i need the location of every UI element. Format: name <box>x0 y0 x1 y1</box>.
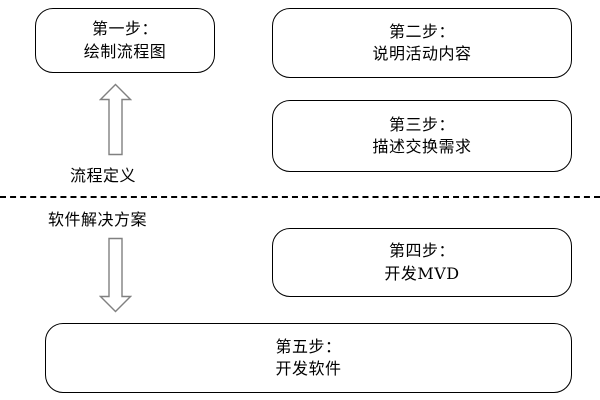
label-software-solution: 软件解决方案 <box>48 210 148 229</box>
flow-box-step-1-line2: 绘制流程图 <box>83 41 167 61</box>
flow-box-step-1-line1: 第一步： <box>91 19 158 39</box>
flow-box-step-1[interactable]: 第一步： 绘制流程图 <box>35 8 215 73</box>
flow-box-step-5-line1: 第五步： <box>275 336 342 356</box>
flow-box-step-2[interactable]: 第二步： 说明活动内容 <box>272 8 572 78</box>
label-process-definition: 流程定义 <box>70 166 137 185</box>
dashed-separator-line <box>0 196 600 198</box>
flow-box-step-5-line2: 开发软件 <box>275 359 342 378</box>
flow-box-step-4-line2: 开发MVD <box>384 263 460 283</box>
flow-box-step-3[interactable]: 第三步： 描述交换需求 <box>272 100 572 172</box>
flow-box-step-3-line2: 描述交换需求 <box>372 137 472 156</box>
flow-box-step-4-line1: 第四步： <box>388 241 455 261</box>
arrow-down-icon <box>99 237 132 313</box>
flow-box-step-2-line1: 第二步： <box>388 21 455 41</box>
flow-box-step-2-line2: 说明活动内容 <box>372 44 472 63</box>
flow-box-step-4[interactable]: 第四步： 开发MVD <box>272 228 572 297</box>
flow-box-step-3-line1: 第三步： <box>388 114 455 134</box>
arrow-up-icon <box>99 83 132 156</box>
flow-box-step-5[interactable]: 第五步： 开发软件 <box>45 323 572 393</box>
